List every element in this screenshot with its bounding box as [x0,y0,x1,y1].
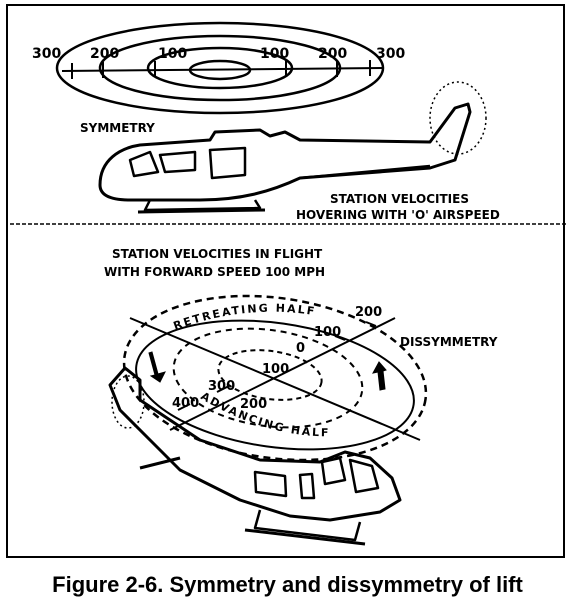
rotation-arrow-left-icon [148,351,166,383]
hover-rotor-disk [55,21,385,115]
retreating-value-200: 200 [355,305,382,320]
hovering-helicopter [98,81,487,214]
inner-disk-dashed [217,349,323,401]
ring-label-left-100: 100 [158,46,187,62]
flight-blade-axis-a [169,317,396,431]
center-value-100: 100 [262,362,289,377]
middle-disk-dashed [172,327,364,429]
tail-rotor-circle [429,81,487,155]
flying-helicopter [108,366,402,546]
blade-axis-line [61,67,384,72]
ring-label-right-200: 200 [318,46,347,62]
figure-caption: Figure 2-6. Symmetry and dissymmetry of … [52,572,523,597]
ring-label-right-100: 100 [260,46,289,62]
flight-blade-axis-b [129,317,421,441]
retreating-value-0: 0 [296,341,305,356]
flight-rotor-disk [122,294,428,462]
rotation-arrow-right-icon [372,361,387,391]
hover-caption-line-1: STATION VELOCITIES [330,192,469,206]
outer-disk-dashed [122,294,428,462]
ring-label-left-300: 300 [32,46,61,62]
advancing-value-200: 200 [240,397,267,412]
dissymmetry-label: DISSYMMETRY [400,335,498,349]
hover-caption-line-2: HOVERING WITH 'O' AIRSPEED [296,208,500,222]
rotation-arrows [148,351,387,391]
retreating-half-label: RETREATING HALF [172,302,318,333]
flight-tail-rotor-circle [111,375,145,429]
ring-label-right-300: 300 [376,46,405,62]
flight-caption-line-1: STATION VELOCITIES IN FLIGHT [112,247,323,261]
flight-caption-line-2: WITH FORWARD SPEED 100 MPH [104,265,325,279]
figure-frame [6,4,565,558]
advancing-value-300: 300 [208,379,235,394]
advancing-value-400: 400 [172,396,199,411]
disk-solid [135,319,415,451]
symmetry-label: SYMMETRY [80,121,155,135]
ring-label-left-200: 200 [90,46,119,62]
retreating-value-100: 100 [314,325,341,340]
